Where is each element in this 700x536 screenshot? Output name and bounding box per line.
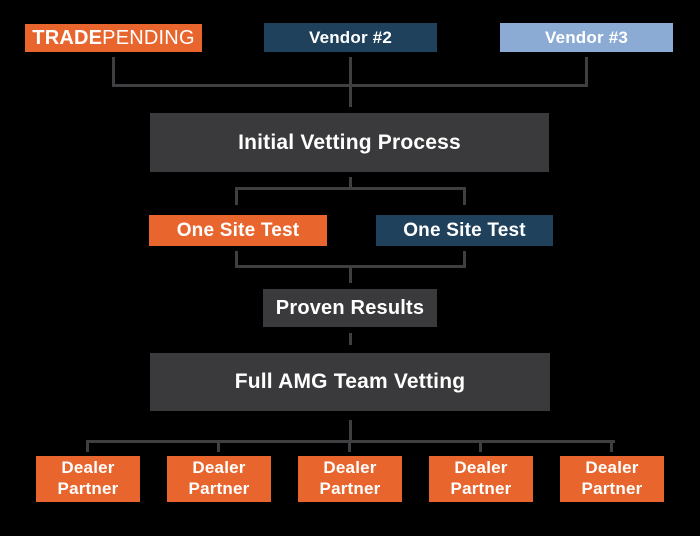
dealer-partner-box-3: Dealer Partner bbox=[298, 456, 402, 502]
dealer-partner-box-5: Dealer Partner bbox=[560, 456, 664, 502]
dealer-partner-5-line2: Partner bbox=[581, 479, 643, 498]
vendor-3-box: Vendor #3 bbox=[500, 23, 673, 52]
connector-to-dealer-partner-4 bbox=[479, 443, 482, 452]
vendor-2-box: Vendor #2 bbox=[264, 23, 437, 52]
connector-vendor2-stub bbox=[349, 57, 352, 84]
dealer-partner-box-2: Dealer Partner bbox=[167, 456, 271, 502]
vendor-2-label: Vendor #2 bbox=[308, 27, 393, 47]
logo-text-pending: PENDING bbox=[102, 26, 195, 49]
initial-vetting-label: Initial Vetting Process bbox=[238, 130, 461, 154]
connector-full-amg-stub bbox=[349, 420, 352, 440]
connector-to-one-site-test-right bbox=[463, 190, 466, 205]
dealer-partner-3-line1: Dealer bbox=[323, 458, 377, 478]
connector-to-one-site-test-left bbox=[235, 190, 238, 205]
dealer-partner-5-line1: Dealer bbox=[585, 458, 639, 478]
connector-initial-vetting-stub bbox=[349, 177, 352, 190]
connector-bottom-horizontal-line bbox=[86, 440, 615, 443]
connector-merge-horizontal-line bbox=[235, 265, 466, 268]
initial-vetting-process-box: Initial Vetting Process bbox=[150, 113, 549, 172]
full-amg-team-vetting-box: Full AMG Team Vetting bbox=[150, 353, 550, 411]
full-amg-vetting-label: Full AMG Team Vetting bbox=[234, 370, 466, 393]
dealer-partner-4-line2: Partner bbox=[450, 479, 512, 498]
connector-to-dealer-partner-2 bbox=[217, 443, 220, 452]
connector-one-site-right-stub bbox=[463, 251, 466, 268]
proven-results-label: Proven Results bbox=[275, 296, 425, 319]
connector-split-horizontal-line bbox=[235, 187, 466, 190]
one-site-test-right-box: One Site Test bbox=[376, 215, 553, 246]
dealer-partner-box-1: Dealer Partner bbox=[36, 456, 140, 502]
one-site-test-left-label: One Site Test bbox=[176, 219, 300, 241]
vendor-3-label: Vendor #3 bbox=[544, 27, 629, 47]
proven-results-box: Proven Results bbox=[263, 289, 437, 327]
connector-one-site-left-stub bbox=[235, 251, 238, 268]
connector-to-initial-vetting bbox=[349, 87, 352, 107]
connector-top-horizontal-line bbox=[112, 84, 588, 87]
dealer-partner-2-line1: Dealer bbox=[192, 458, 246, 478]
dealer-partner-1-line1: Dealer bbox=[61, 458, 115, 478]
connector-logo-stub bbox=[112, 57, 115, 84]
dealer-partner-3-line2: Partner bbox=[319, 479, 381, 498]
one-site-test-right-label: One Site Test bbox=[403, 219, 526, 241]
connector-to-dealer-partner-1 bbox=[86, 443, 89, 452]
connector-to-dealer-partner-3 bbox=[348, 443, 351, 452]
one-site-test-left-box: One Site Test bbox=[149, 215, 327, 246]
connector-to-dealer-partner-5 bbox=[610, 443, 613, 452]
dealer-partner-2-line2: Partner bbox=[188, 479, 250, 498]
dealer-partner-box-4: Dealer Partner bbox=[429, 456, 533, 502]
connector-vendor3-stub bbox=[585, 57, 588, 84]
dealer-partner-4-line1: Dealer bbox=[454, 458, 508, 478]
dealer-partner-1-line2: Partner bbox=[57, 479, 119, 498]
logo-text-trade: TRADE bbox=[32, 26, 103, 49]
connector-to-full-amg-vetting bbox=[349, 333, 352, 345]
connector-to-proven-results bbox=[349, 268, 352, 283]
